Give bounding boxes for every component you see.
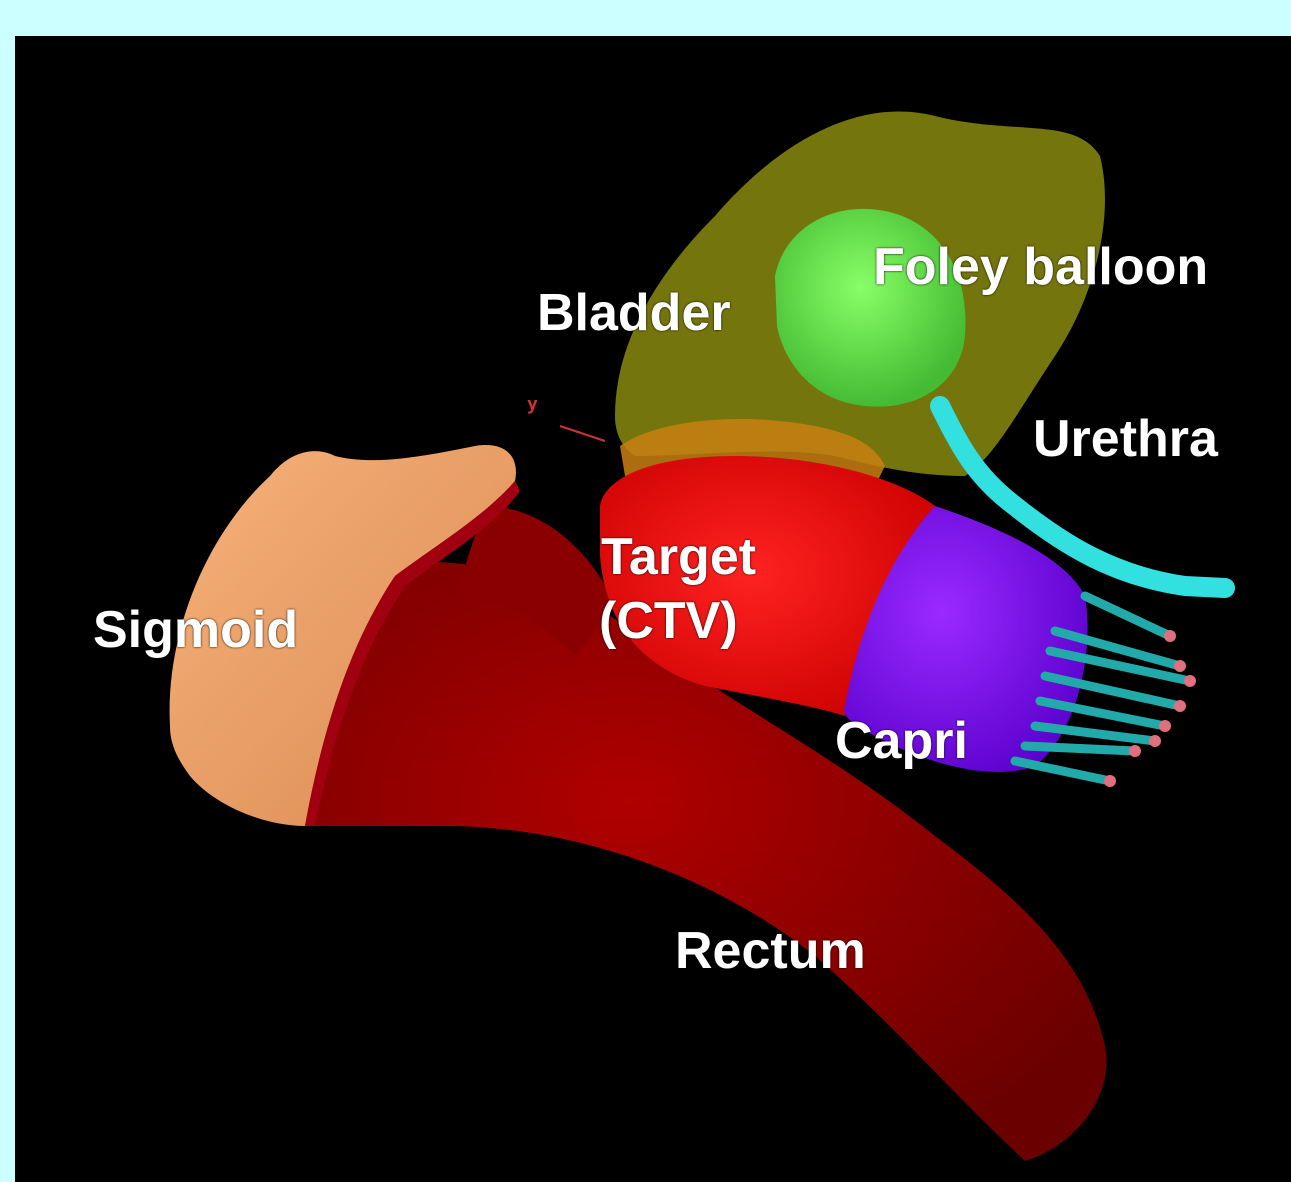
- label-sigmoid: Sigmoid: [93, 599, 298, 661]
- catheter-tip-8: [1104, 775, 1116, 787]
- axis-y-label: y: [527, 394, 538, 415]
- label-foley-balloon: Foley balloon: [873, 236, 1208, 298]
- label-bladder: Bladder: [537, 282, 731, 344]
- label-urethra: Urethra: [1033, 408, 1218, 470]
- catheter-tip-5: [1159, 720, 1171, 732]
- catheter-tip-4: [1174, 700, 1186, 712]
- render-viewport: y Foley balloon Bladder Urethra Target (…: [15, 36, 1291, 1182]
- catheter-tip-6: [1149, 735, 1161, 747]
- catheter-tip-7: [1129, 745, 1141, 757]
- catheter-8: [1015, 761, 1110, 781]
- label-capri: Capri: [835, 710, 968, 772]
- catheter-7: [1025, 746, 1135, 751]
- label-rectum: Rectum: [675, 920, 866, 982]
- catheter-tip-1: [1164, 630, 1176, 642]
- catheter-1: [1085, 596, 1170, 636]
- label-target-ctv: (CTV): [599, 590, 738, 652]
- label-target: Target: [601, 526, 756, 588]
- catheter-tip-3: [1184, 675, 1196, 687]
- axis-y-line: [560, 426, 605, 441]
- catheter-tip-2: [1174, 660, 1186, 672]
